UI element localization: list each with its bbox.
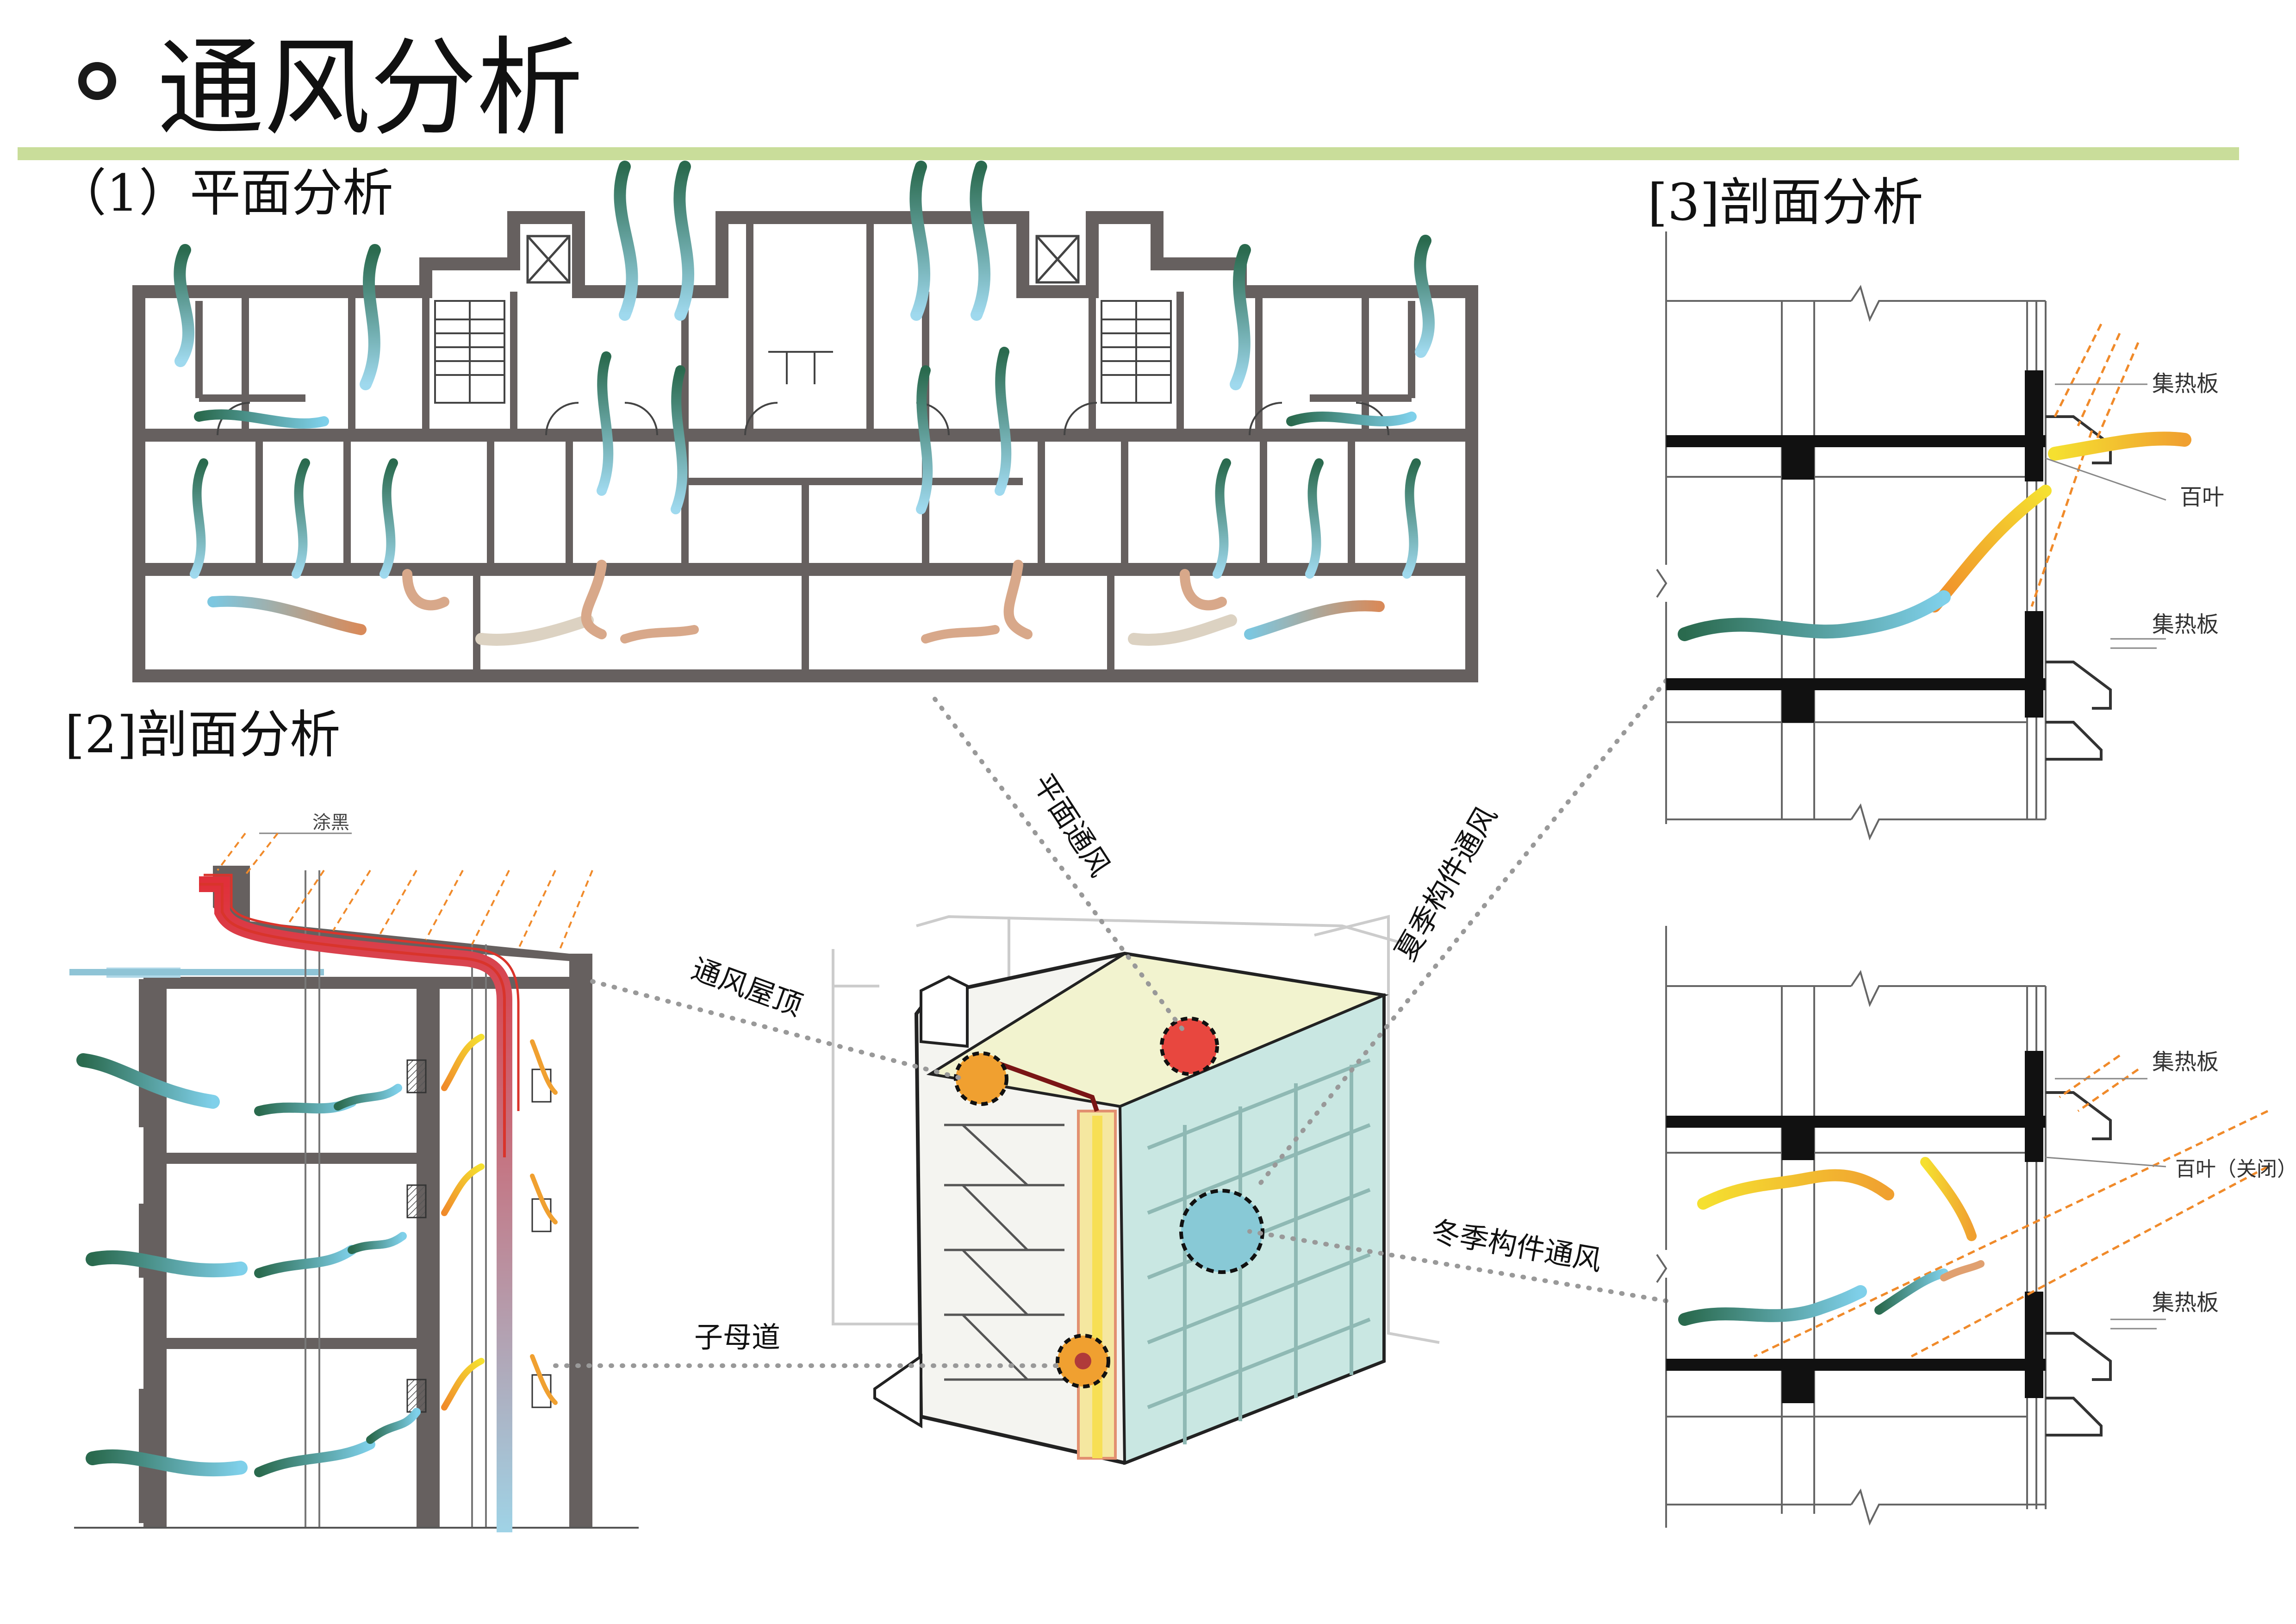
- stair-right: [1101, 300, 1172, 404]
- section-3-upper: 集热板 百叶 集热板: [1656, 231, 2224, 841]
- section-2-sun-rays: [217, 832, 593, 949]
- coating-label: 涂黑: [312, 812, 349, 833]
- label-collector-bottom-1: 集热板: [2152, 612, 2219, 637]
- plan-vent-marker: [1160, 1017, 1219, 1076]
- section-3-analysis: [3]剖面分析: [1648, 173, 2296, 1528]
- label-collector-bottom-2: 集热板: [2152, 1290, 2219, 1316]
- label-louver-1: 百叶: [2180, 484, 2224, 510]
- section-3-title: [3]剖面分析: [1648, 173, 1923, 232]
- plan-wind-arrows: [174, 161, 1435, 646]
- callout-summer-vent: 夏季构件通风: [1388, 800, 1504, 967]
- elevator-right: [1035, 235, 1080, 284]
- section-2-analysis: [2]剖面分析 涂黑: [65, 705, 639, 1532]
- plan-analysis: （1）平面分析: [56, 161, 1478, 682]
- section-2-wind-arrows: [76, 1034, 558, 1477]
- page-title: 通风分析: [157, 27, 583, 150]
- header: 通风分析: [18, 27, 2239, 160]
- section-2-title: [2]剖面分析: [65, 705, 341, 764]
- roof-vent-marker: [954, 1051, 1008, 1106]
- winter-vent-marker: [1179, 1189, 1264, 1274]
- elevator-left: [526, 235, 571, 284]
- callout-roof-vent: 通风屋顶: [687, 951, 807, 1022]
- stair-left: [434, 300, 505, 404]
- title-bullet-icon: [78, 62, 116, 100]
- label-louver-2: 百叶（关闭）: [2175, 1157, 2296, 1181]
- callout-shaft: 子母道: [694, 1320, 780, 1354]
- label-collector-top-1: 集热板: [2152, 371, 2219, 397]
- section-3-lower: 集热板 百叶（关闭） 集热板: [1656, 926, 2296, 1528]
- callout-plan-vent: 平面通风: [1026, 768, 1117, 882]
- title-accent-line: [18, 147, 2239, 160]
- plan-doors: [217, 351, 1389, 436]
- plan-section-title: （1）平面分析: [56, 163, 393, 223]
- building-axonometric: [832, 915, 1440, 1465]
- section-2-structure: [69, 866, 639, 1529]
- label-collector-top-2: 集热板: [2152, 1049, 2219, 1075]
- section-2-hot-duct: [199, 874, 520, 1532]
- callout-leaders: [553, 678, 1668, 1368]
- callout-winter-vent: 冬季构件通风: [1429, 1214, 1604, 1277]
